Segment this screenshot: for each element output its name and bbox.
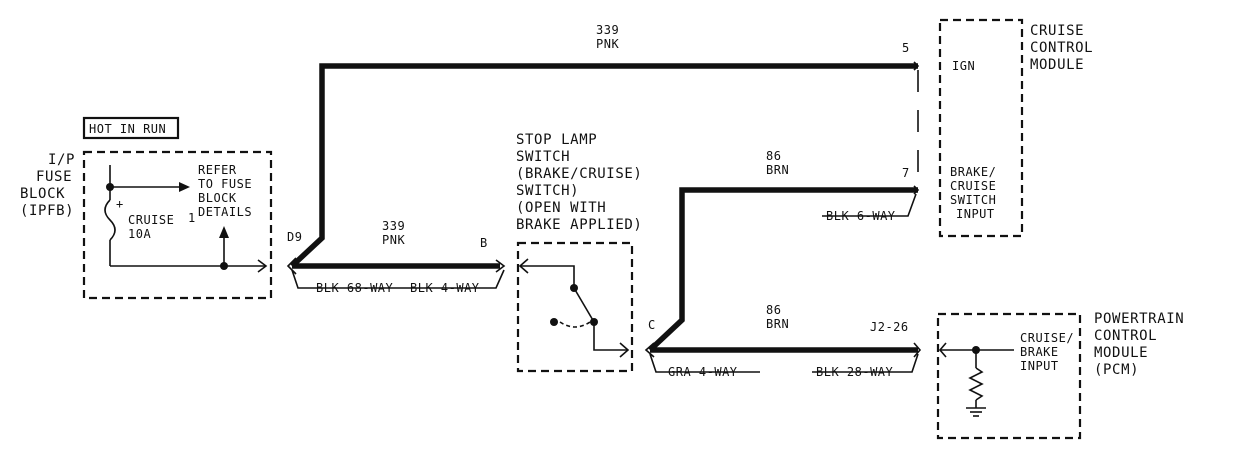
wire-339-upper-number: 339 [596, 23, 619, 37]
wire-86-lower-color: BRN [766, 317, 789, 331]
refer-line-1: REFER [198, 163, 237, 177]
stop-lamp-title-4: SWITCH) [516, 183, 579, 199]
wire-339-upper-color: PNK [596, 37, 619, 51]
pin-j2-26-chevron [913, 342, 922, 358]
pin-c: C [648, 318, 656, 332]
fuse-rating: 10A [128, 227, 151, 241]
stop-lamp-input-lead [520, 265, 575, 288]
fuse-block-title-4: (IPFB) [20, 203, 74, 219]
fuse-name: CRUISE [128, 213, 174, 227]
fuse-element-icon [104, 199, 116, 241]
pin-d9: D9 [287, 230, 302, 244]
wire-86-lower-number: 86 [766, 303, 781, 317]
stop-lamp-title-1: STOP LAMP [516, 132, 597, 148]
stop-lamp-output-lead [593, 322, 628, 351]
connector-bracket-blk28 [812, 353, 919, 373]
pcm-title-4: (PCM) [1094, 362, 1139, 378]
cruise-module-ign: IGN [952, 59, 975, 73]
hot-in-run-box [82, 116, 180, 140]
connector-blk28-label: BLK 28-WAY [816, 365, 894, 379]
connector-bracket-blk68-blk4 [291, 269, 505, 289]
pcm-input-1: CRUISE/ [1020, 331, 1074, 345]
d9-connector-chevron [286, 257, 297, 275]
wire-86-upper-color: BRN [766, 163, 789, 177]
wire-339-upper [290, 63, 918, 269]
connector-bracket-gra4 [649, 353, 760, 373]
pcm-title-3: MODULE [1094, 345, 1148, 361]
wire-339-lower-color: PNK [382, 233, 405, 247]
fuse-block-title-1: I/P [48, 152, 75, 168]
cruise-module-title-3: MODULE [1030, 57, 1084, 73]
stop-lamp-switch-outline [516, 241, 634, 373]
connector-blk6-label: BLK 6-WAY [826, 209, 896, 223]
fuse-block-outline [82, 150, 273, 300]
pcm-title-1: POWERTRAIN [1094, 311, 1184, 327]
connector-bracket-blk6 [822, 193, 917, 217]
pin-5-chevron [913, 61, 920, 71]
pin-7-chevron [913, 185, 920, 195]
pin-b: B [480, 236, 488, 250]
pin-7: 7 [902, 166, 910, 180]
fuse-plus-mark: + [116, 197, 124, 211]
stop-lamp-title-2: SWITCH [516, 149, 570, 165]
stop-lamp-title-3: (BRAKE/CRUISE) [516, 166, 642, 182]
cruise-module-input-2: CRUISE [950, 179, 996, 193]
hot-in-run-label: HOT IN RUN [89, 122, 166, 136]
refer-line-3: BLOCK [198, 191, 237, 205]
switch-blade-icon [573, 287, 595, 323]
fuse-junction-dot [106, 183, 114, 191]
pcm-input-2: BRAKE [1020, 345, 1059, 359]
wire-86-upper [648, 187, 918, 353]
stop-lamp-output-chevron [619, 342, 630, 358]
cruise-module-title-1: CRUISE [1030, 23, 1084, 39]
refer-arrowhead [219, 226, 229, 238]
fuse-block-title-3: BLOCK [20, 186, 65, 202]
switch-open-contact [550, 318, 558, 326]
connector-blk4-label: BLK 4-WAY [410, 281, 480, 295]
pcm-title-2: CONTROL [1094, 328, 1157, 344]
fuse-output-chevron [257, 259, 268, 273]
fuse-block-title-2: FUSE [36, 169, 72, 185]
wire-339-lower-number: 339 [382, 219, 405, 233]
cruise-module-input-4: INPUT [956, 207, 995, 221]
refer-line-4: DETAILS [198, 205, 252, 219]
cruise-module-input-3: SWITCH [950, 193, 996, 207]
stop-lamp-title-6: BRAKE APPLIED) [516, 217, 642, 233]
wire-86-upper-number: 86 [766, 149, 781, 163]
fuse-tap-arrowhead [179, 182, 190, 192]
pin-b-chevron [495, 259, 506, 273]
pcm-outline [936, 312, 1082, 440]
pcm-input-3: INPUT [1020, 359, 1059, 373]
switch-arc [559, 321, 591, 328]
cruise-module-input-1: BRAKE/ [950, 165, 996, 179]
pin-5: 5 [902, 41, 910, 55]
pulldown-resistor-icon [968, 367, 984, 401]
refer-line-2: TO FUSE [198, 177, 252, 191]
fuse-mark: 1 [188, 211, 196, 225]
cruise-module-title-2: CONTROL [1030, 40, 1093, 56]
cruise-control-module-outline [938, 18, 1024, 238]
connector-blk68-label: BLK 68-WAY [316, 281, 394, 295]
connector-gra4-label: GRA 4-WAY [668, 365, 738, 379]
stop-lamp-title-5: (OPEN WITH [516, 200, 606, 216]
pin-j2-26: J2-26 [870, 320, 909, 334]
